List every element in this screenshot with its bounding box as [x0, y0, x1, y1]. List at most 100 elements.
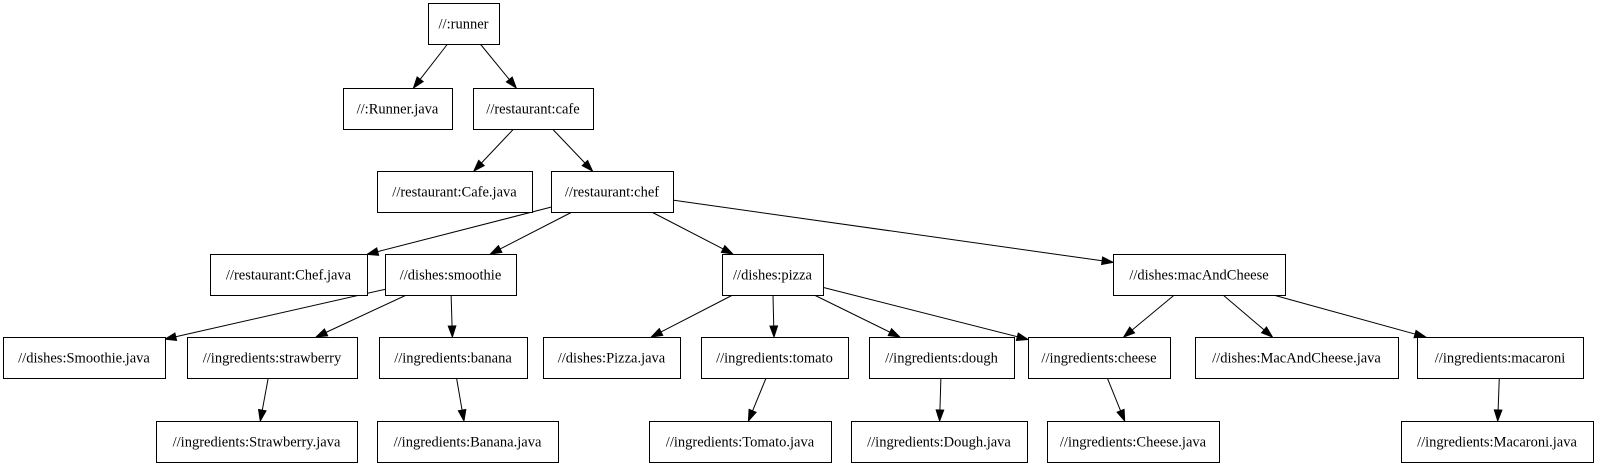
graph-node-dough: //ingredients:dough: [869, 337, 1015, 379]
node-box-smoothie: [385, 254, 517, 296]
node-box-mac_and_cheese_java: [1195, 337, 1399, 379]
node-box-tomato: [701, 337, 849, 379]
arrowhead-banana-banana_java: [457, 408, 467, 423]
node-label-strawberry: //ingredients:strawberry: [203, 351, 342, 367]
node-label-cafe_java: //restaurant:Cafe.java: [392, 185, 517, 201]
graph-node-banana: //ingredients:banana: [379, 337, 528, 379]
node-box-cafe_java: [377, 171, 533, 213]
arrowhead-chef-mac_and_cheese: [1100, 256, 1115, 266]
edge-chef-mac_and_cheese: [672, 199, 1103, 262]
arrowhead-strawberry-strawberry_java: [257, 408, 267, 423]
edge-strawberry-strawberry_java: [261, 377, 269, 411]
node-label-chef_java: //restaurant:Chef.java: [226, 268, 352, 284]
node-box-strawberry: [187, 337, 358, 379]
graph-node-mac_and_cheese_java: //dishes:MacAndCheese.java: [1195, 337, 1399, 379]
node-label-pizza: //dishes:pizza: [733, 268, 812, 284]
edge-cafe-cafe_java: [481, 128, 514, 164]
graph-node-strawberry: //ingredients:strawberry: [187, 337, 358, 379]
arrowhead-cafe-chef: [581, 159, 594, 173]
edge-chef-smoothie: [499, 211, 573, 250]
edge-pizza-tomato: [772, 294, 775, 327]
graph-node-pizza: //dishes:pizza: [722, 254, 824, 296]
node-label-macaroni_java: //ingredients:Macaroni.java: [1417, 435, 1577, 451]
graph-node-pizza_java: //dishes:Pizza.java: [543, 337, 681, 379]
node-box-cafe: [473, 88, 594, 130]
graph-node-tomato_java: //ingredients:Tomato.java: [649, 421, 832, 463]
node-box-pizza_java: [543, 337, 681, 379]
node-label-tomato_java: //ingredients:Tomato.java: [666, 435, 815, 451]
node-label-banana_java: //ingredients:Banana.java: [394, 435, 542, 451]
graph-node-cheese: //ingredients:cheese: [1028, 337, 1171, 379]
node-label-mac_and_cheese_java: //dishes:MacAndCheese.java: [1212, 351, 1381, 367]
graph-node-strawberry_java: //ingredients:Strawberry.java: [156, 421, 358, 463]
node-box-strawberry_java: [156, 421, 358, 463]
node-label-smoothie: //dishes:smoothie: [400, 268, 502, 284]
node-box-macaroni_java: [1401, 421, 1594, 463]
node-box-tomato_java: [649, 421, 832, 463]
nodes-layer: //:runner//:Runner.java//restaurant:cafe…: [3, 3, 1594, 463]
node-label-runner_java: //:Runner.java: [357, 102, 439, 118]
arrowhead-runner-cafe: [505, 76, 518, 90]
arrowhead-mac_and_cheese-mac_and_cheese_java: [1260, 326, 1274, 338]
graph-node-cafe: //restaurant:cafe: [473, 88, 594, 130]
node-label-cafe: //restaurant:cafe: [486, 102, 579, 118]
edge-pizza-cheese: [822, 286, 1018, 338]
node-label-mac_and_cheese: //dishes:macAndCheese: [1129, 268, 1268, 284]
node-label-pizza_java: //dishes:Pizza.java: [558, 351, 666, 367]
edge-smoothie-smoothie_java: [175, 288, 386, 338]
node-box-runner_java: [343, 88, 453, 130]
arrowhead-smoothie-banana: [447, 325, 457, 339]
node-box-mac_and_cheese: [1113, 254, 1286, 296]
graph-node-macaroni: //ingredients:macaroni: [1417, 337, 1584, 379]
node-box-pizza: [722, 254, 824, 296]
edge-banana-banana_java: [456, 377, 463, 411]
arrowhead-smoothie-strawberry: [314, 328, 329, 338]
arrowhead-chef-chef_java: [365, 247, 380, 256]
node-label-dough: //ingredients:dough: [885, 351, 999, 367]
arrowhead-pizza-pizza_java: [649, 327, 664, 338]
node-label-strawberry_java: //ingredients:Strawberry.java: [173, 435, 341, 451]
edge-pizza-dough: [814, 294, 891, 333]
graph-node-smoothie_java: //dishes:Smoothie.java: [3, 337, 166, 379]
node-label-chef: //restaurant:chef: [565, 185, 659, 201]
node-label-banana: //ingredients:banana: [394, 351, 512, 367]
arrowhead-dough-dough_java: [935, 409, 945, 423]
arrowhead-pizza-dough: [887, 327, 902, 338]
graph-node-cheese_java: //ingredients:Cheese.java: [1047, 421, 1220, 463]
node-label-dough_java: //ingredients:Dough.java: [867, 435, 1011, 451]
node-box-macaroni: [1417, 337, 1584, 379]
graph-node-mac_and_cheese: //dishes:macAndCheese: [1113, 254, 1286, 296]
edge-smoothie-strawberry: [325, 294, 407, 333]
edge-mac_and_cheese-mac_and_cheese_java: [1222, 294, 1265, 331]
graph-node-cafe_java: //restaurant:Cafe.java: [377, 171, 533, 213]
node-box-chef: [551, 171, 674, 213]
edge-tomato-tomato_java: [752, 377, 767, 412]
edge-cafe-chef: [552, 128, 586, 164]
edge-runner-cafe: [479, 43, 510, 80]
node-label-smoothie_java: //dishes:Smoothie.java: [18, 351, 150, 367]
edge-mac_and_cheese-cheese: [1131, 294, 1175, 331]
graph-node-dough_java: //ingredients:Dough.java: [851, 421, 1028, 463]
edge-chef-pizza: [651, 211, 724, 250]
arrowhead-mac_and_cheese-macaroni: [1413, 329, 1428, 339]
edges-layer: [163, 43, 1503, 423]
edge-dough-dough_java: [939, 377, 942, 411]
edge-cheese-cheese_java: [1106, 377, 1122, 411]
edge-runner-runner_java: [419, 43, 448, 80]
node-box-runner: [428, 3, 500, 45]
node-box-dough: [869, 337, 1015, 379]
graph-node-runner_java: //:Runner.java: [343, 88, 453, 130]
node-box-cheese_java: [1047, 421, 1220, 463]
arrowhead-chef-pizza: [720, 244, 735, 255]
edge-mac_and_cheese-macaroni: [1273, 294, 1416, 335]
arrowhead-cafe-cafe_java: [472, 159, 486, 173]
arrowhead-cheese-cheese_java: [1116, 408, 1126, 423]
node-label-tomato: //ingredients:tomato: [716, 351, 833, 367]
arrowhead-runner-runner_java: [412, 76, 425, 90]
graph-node-smoothie: //dishes:smoothie: [385, 254, 517, 296]
graph-node-chef: //restaurant:chef: [551, 171, 674, 213]
node-box-smoothie_java: [3, 337, 166, 379]
node-label-cheese_java: //ingredients:Cheese.java: [1060, 435, 1207, 451]
